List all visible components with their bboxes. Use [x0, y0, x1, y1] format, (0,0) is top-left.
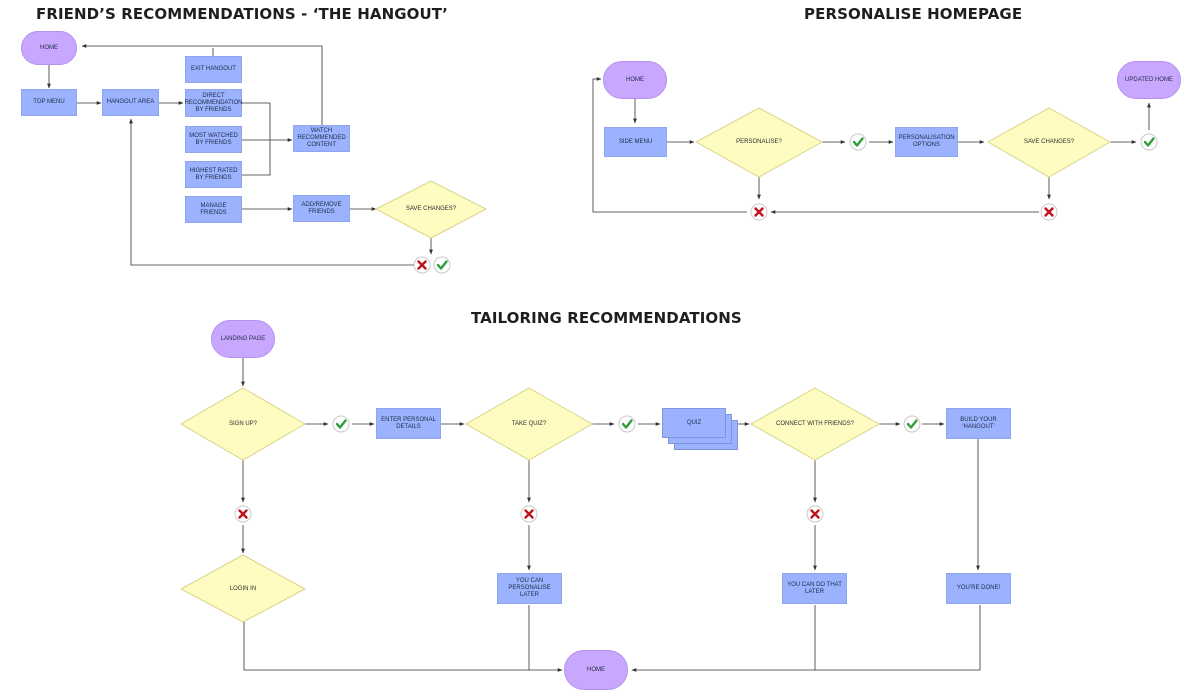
personalisation-options-node: PERSONALISATION OPTIONS [895, 127, 958, 157]
check-icon [1139, 132, 1159, 152]
quiz-node: QUIZ [662, 408, 726, 438]
hangout-title: FRIEND’S RECOMMENDATIONS - ‘THE HANGOUT’ [36, 5, 448, 23]
exit-hangout-node: EXIT HANGOUT [185, 56, 242, 83]
personalise-home-node: HOME [603, 61, 667, 99]
landing-page-node: LANDING PAGE [211, 320, 275, 358]
tailoring-title: TAILORING RECOMMENDATIONS [471, 309, 742, 327]
add-remove-friends-node: ADD/REMOVE FRIENDS [293, 195, 350, 222]
cross-icon [519, 504, 539, 524]
login-decision [179, 554, 307, 623]
personalise-later-node: YOU CAN PERSONALISE LATER [497, 573, 562, 604]
check-icon [331, 414, 351, 434]
most-watched-node: MOST WATCHED BY FRIENDS [185, 126, 242, 153]
connect-decision [749, 387, 881, 461]
do-later-node: YOU CAN DO THAT LATER [782, 573, 847, 604]
cross-icon [749, 202, 769, 222]
cross-icon [1039, 202, 1059, 222]
cross-icon [805, 504, 825, 524]
done-node: YOU’RE DONE! [946, 573, 1011, 604]
enter-details-node: ENTER PERSONAL DETAILS [376, 408, 441, 439]
check-icon [432, 255, 452, 275]
build-hangout-node: BUILD YOUR ‘HANGOUT’ [946, 408, 1011, 439]
manage-friends-node: MANAGE FRIENDS [185, 196, 242, 223]
personalise-decision-label: PERSONALISE? [736, 138, 782, 145]
personalise-decision [694, 107, 824, 178]
check-icon [902, 414, 922, 434]
quiz-decision [464, 387, 594, 461]
check-icon [617, 414, 637, 434]
top-menu-node: TOP MENU [21, 89, 77, 116]
hangout-save-label: SAVE CHANGES? [405, 205, 457, 212]
hangout-home-node: HOME [21, 31, 77, 65]
personalise-save-label: SAVE CHANGES? [1023, 138, 1075, 145]
updated-home-node: UPDATED HOME [1117, 61, 1181, 99]
highest-rated-node: HIGHEST RATED BY FRIENDS [185, 161, 242, 188]
cross-icon [233, 504, 253, 524]
signup-decision-label: SIGN UP? [228, 420, 257, 427]
tailoring-home-node: HOME [564, 650, 628, 690]
hangout-area-node: HANGOUT AREA [102, 89, 159, 116]
personalise-title: PERSONALISE HOMEPAGE [804, 5, 1023, 23]
signup-decision [180, 387, 306, 461]
login-label: LOGIN IN [229, 585, 257, 592]
personalise-save-decision [986, 107, 1112, 178]
quiz-decision-label: TAKE QUIZ? [511, 420, 547, 427]
check-icon [848, 132, 868, 152]
side-menu-node: SIDE MENU [604, 127, 667, 157]
hangout-save-decision [374, 180, 488, 239]
watch-recommended-node: WATCH RECOMMENDED CONTENT [293, 125, 350, 152]
connect-decision-label: CONNECT WITH FRIENDS? [776, 420, 854, 427]
cross-icon [412, 255, 432, 275]
direct-recommendation-node: DIRECT RECOMMENDATION BY FRIENDS [185, 89, 242, 117]
